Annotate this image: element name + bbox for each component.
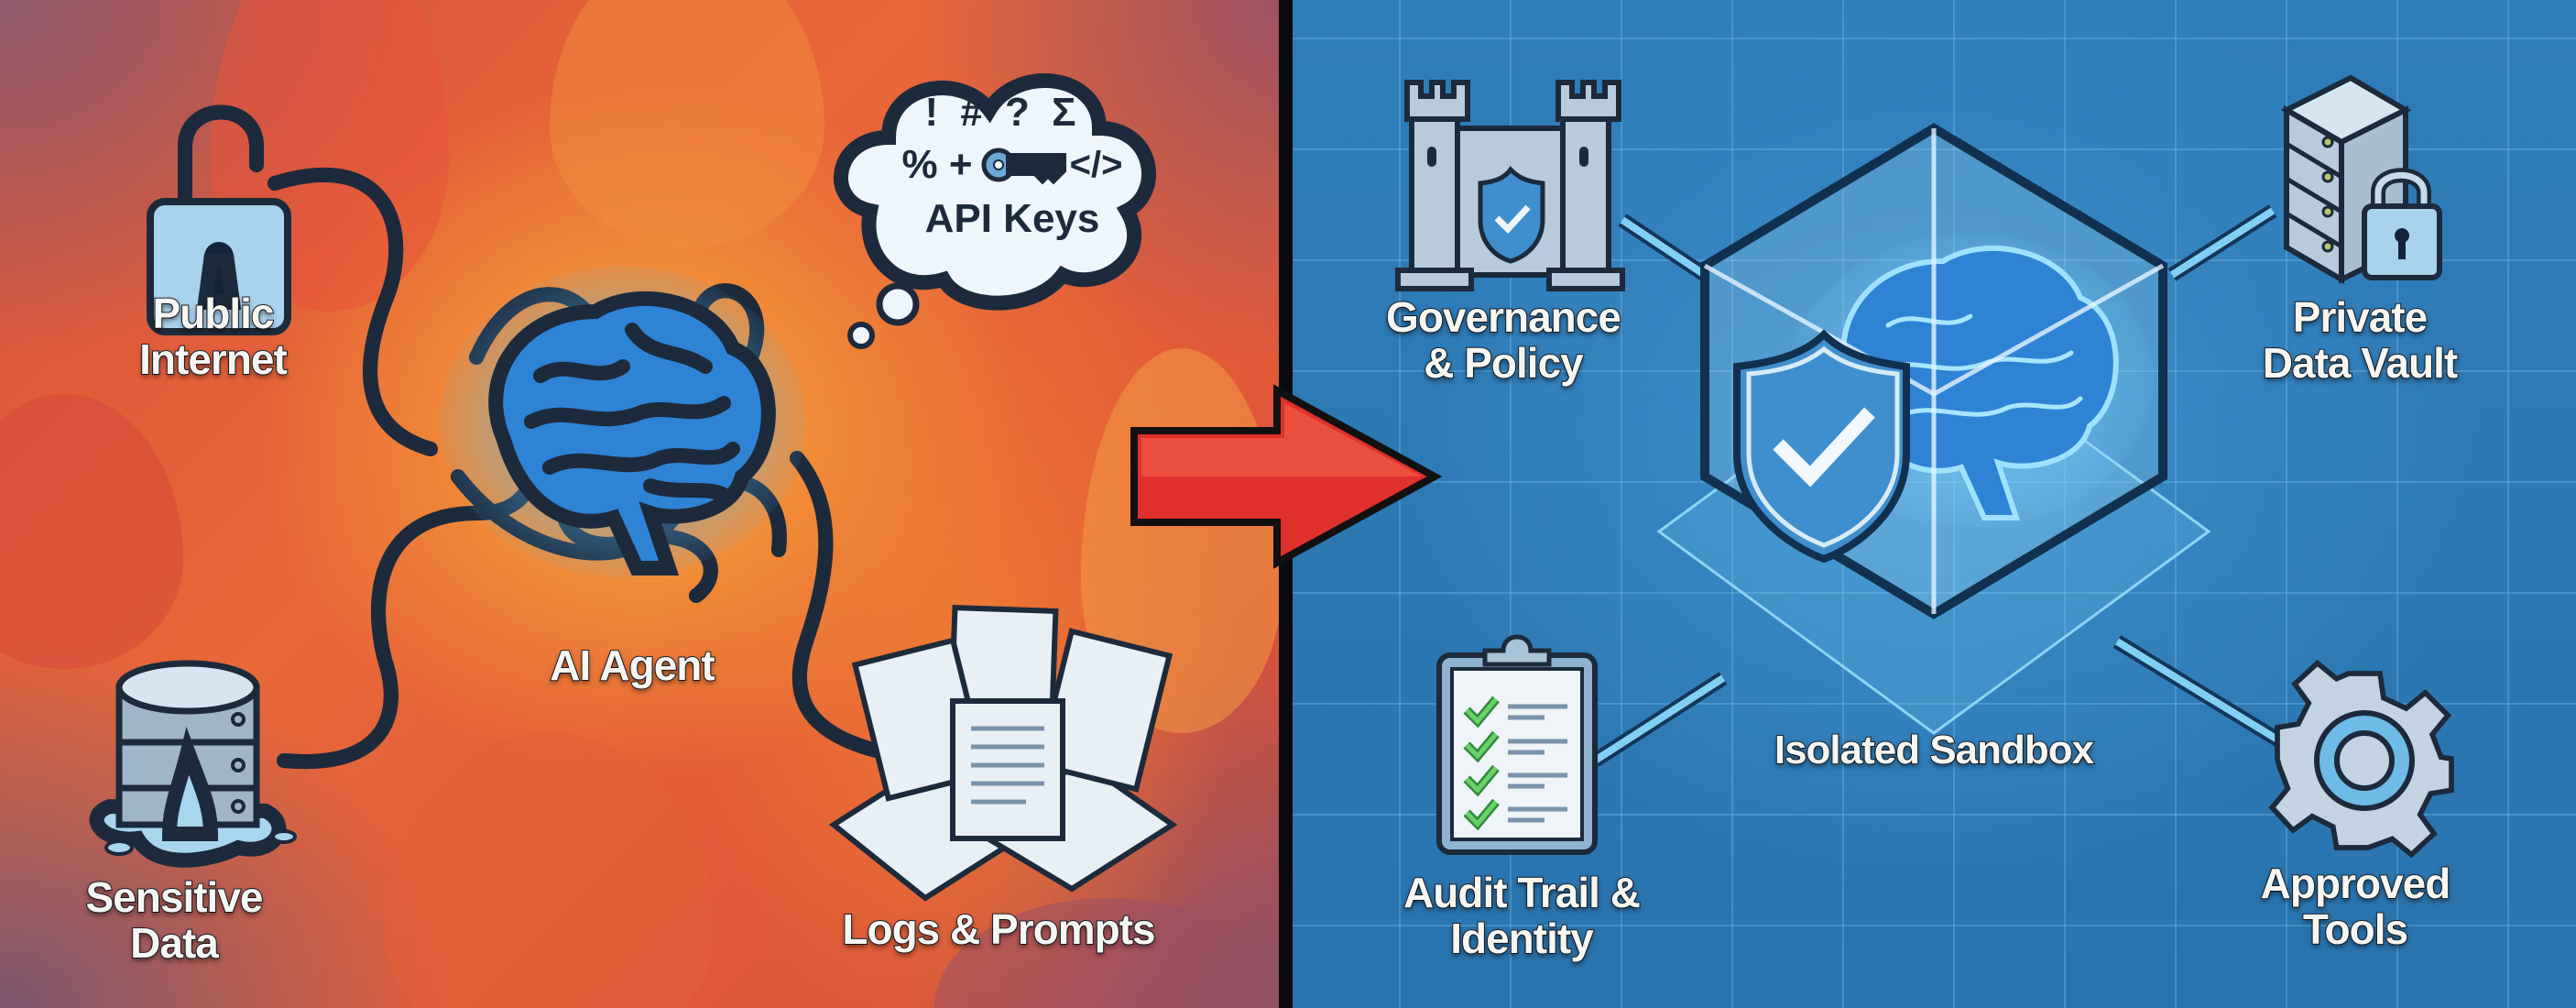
right-arrow-icon — [1130, 384, 1443, 569]
unlocked-padlock-icon — [147, 104, 291, 335]
tangled-brain-icon — [440, 266, 806, 577]
api-keys-label: API Keys — [924, 196, 1100, 241]
unsafe-agent-panel: #left svg path{stroke:#1c2a3c;stroke-wid… — [0, 0, 1281, 1008]
api-key-symbols-row1: ! # ? Σ — [924, 90, 1082, 135]
audit-trail-identity-label: Audit Trail & Identity — [1403, 869, 1642, 962]
gear-icon — [2268, 659, 2454, 859]
private-data-vault-label: Private Data Vault — [2262, 293, 2459, 387]
glass-cube-brain-shield-icon — [1700, 123, 2167, 619]
key-icon — [981, 148, 1066, 185]
logs-prompts-label: Logs & Prompts — [841, 905, 1156, 953]
ai-agent-label: AI Agent — [549, 641, 715, 689]
governance-policy-label: Governance & Policy — [1385, 293, 1622, 387]
approved-tools-label: Approved Tools — [2260, 860, 2452, 953]
flame-shape — [550, 0, 824, 247]
server-lock-icon — [2280, 74, 2442, 285]
leaking-database-icon — [89, 660, 297, 868]
scattered-documents-icon — [828, 605, 1178, 902]
castle-shield-icon — [1395, 80, 1625, 291]
symbols-right: </> — [1069, 144, 1123, 185]
safe-sandbox-panel: Isolated Sandbox Governance & Policy — [1293, 0, 2576, 1008]
public-internet-label: Public Internet — [138, 290, 289, 383]
thought-bubble-icon — [834, 73, 1156, 349]
checklist-clipboard-icon — [1436, 634, 1598, 855]
api-key-symbols-row2: % + </> — [893, 137, 1131, 192]
sensitive-data-label: Sensitive Data — [85, 873, 265, 967]
isolated-sandbox-label: Isolated Sandbox — [1774, 728, 2095, 772]
symbols-left: % + — [901, 142, 973, 187]
